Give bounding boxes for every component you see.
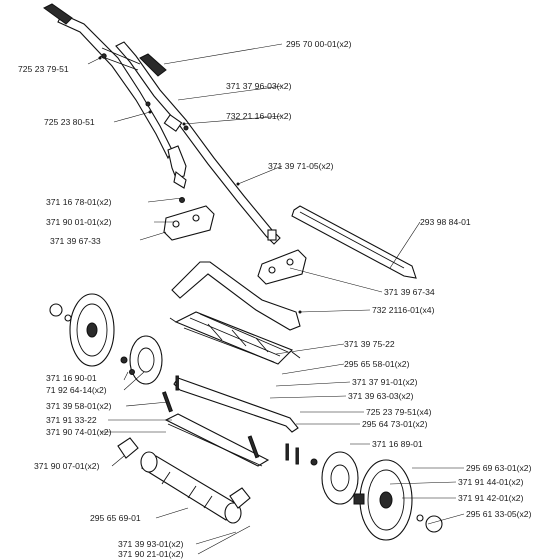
lower-handle-bar xyxy=(167,145,187,179)
side-plates xyxy=(163,197,307,285)
reel-shaft xyxy=(169,317,301,359)
part-number-label: 371 90 21-01(x2) xyxy=(118,549,184,559)
left-wheel xyxy=(49,293,115,367)
washer-icon xyxy=(64,314,72,322)
bed-frame xyxy=(173,377,299,433)
left-handle-tube xyxy=(57,13,173,160)
part-number-label: 371 37 96-03(x2) xyxy=(226,81,292,91)
part-number-label: 732 21 16-01(x2) xyxy=(226,111,292,121)
plate-bracket xyxy=(267,229,277,241)
part-number-label: 732 2116-01(x4) xyxy=(372,305,435,315)
plate-nut-icon xyxy=(286,258,294,266)
bed-bolt xyxy=(175,375,179,391)
plate-bolt-icon xyxy=(179,197,185,203)
part-number-label: 371 91 44-01(x2) xyxy=(458,477,524,487)
bed-bolt xyxy=(285,443,289,461)
wheel-cap-icon xyxy=(49,303,63,317)
right-side-plate xyxy=(257,249,307,285)
handle-cross-brace xyxy=(99,47,141,71)
cutter-bar xyxy=(164,413,270,467)
reel-frame xyxy=(169,261,301,433)
part-number-label: 725 23 79-51(x4) xyxy=(366,407,432,417)
handle-clamp xyxy=(163,114,183,132)
part-number-label: 293 98 84-01 xyxy=(420,217,471,227)
part-number-label: 371 16 78-01(x2) xyxy=(46,197,112,207)
frame-tube xyxy=(171,261,301,331)
grass-deflector xyxy=(291,205,417,279)
part-number-label: 371 39 71-05(x2) xyxy=(268,161,334,171)
handle-assembly xyxy=(43,3,281,245)
roller-bracket-left xyxy=(117,437,139,459)
part-number-label: 295 65 58-01(x2) xyxy=(344,359,410,369)
right-wheel xyxy=(353,459,443,541)
roller-bracket-right xyxy=(229,487,251,509)
part-number-label: 371 39 58-01(x2) xyxy=(46,401,112,411)
left-side-plate xyxy=(163,205,215,241)
part-number-label: 71 92 64-14(x2) xyxy=(46,385,107,395)
washer-icon xyxy=(416,514,424,522)
right-drive-gear xyxy=(310,451,359,505)
handle-end-bracket xyxy=(173,171,187,189)
wheel-cap-icon xyxy=(425,515,443,533)
left-grip xyxy=(43,3,73,25)
plate-nut-icon xyxy=(192,214,200,222)
part-number-label: 371 90 74-01(x2) xyxy=(46,427,112,437)
plate-nut-icon xyxy=(172,220,180,228)
right-grip xyxy=(139,53,167,77)
reel-cylinder xyxy=(174,311,293,365)
part-number-label: 725 23 80-51 xyxy=(44,117,95,127)
part-number-label: 371 91 33-22 xyxy=(46,415,97,425)
part-number-label: 295 61 33-05(x2) xyxy=(466,509,532,519)
rear-roller xyxy=(140,451,242,524)
part-labels: 295 70 00-01(x2) 725 23 79-51 371 37 96-… xyxy=(18,39,532,559)
plate-nut-icon xyxy=(268,266,276,274)
part-number-label: 371 39 75-22 xyxy=(344,339,395,349)
bed-bolt xyxy=(295,447,299,465)
bed-bolt xyxy=(247,435,260,459)
part-number-label: 371 90 07-01(x2) xyxy=(34,461,100,471)
part-number-label: 371 37 91-01(x2) xyxy=(352,377,418,387)
handle-bolt-icon xyxy=(101,53,107,59)
part-number-label: 371 39 93-01(x2) xyxy=(118,539,184,549)
reel-blades xyxy=(183,313,289,363)
part-number-label: 371 91 42-01(x2) xyxy=(458,493,524,503)
handle-bolt-icon xyxy=(145,101,151,107)
grass-deflector-edge xyxy=(299,211,405,269)
part-number-label: 371 39 67-34 xyxy=(384,287,435,297)
part-number-label: 295 70 00-01(x2) xyxy=(286,39,352,49)
handle-bolt-icon xyxy=(183,125,189,131)
part-number-label: 725 23 79-51 xyxy=(18,64,69,74)
leader-lines xyxy=(87,43,465,555)
part-number-label: 295 69 63-01(x2) xyxy=(466,463,532,473)
part-number-label: 371 39 67-33 xyxy=(50,236,101,246)
part-number-label: 371 39 63-03(x2) xyxy=(348,391,414,401)
part-number-label: 295 65 69-01 xyxy=(90,513,141,523)
part-number-label: 295 64 73-01(x2) xyxy=(362,419,428,429)
left-drive-gear xyxy=(120,335,163,385)
part-number-label: 371 16 90-01 xyxy=(46,373,97,383)
part-number-label: 371 16 89-01 xyxy=(372,439,423,449)
part-number-label: 371 90 01-01(x2) xyxy=(46,217,112,227)
